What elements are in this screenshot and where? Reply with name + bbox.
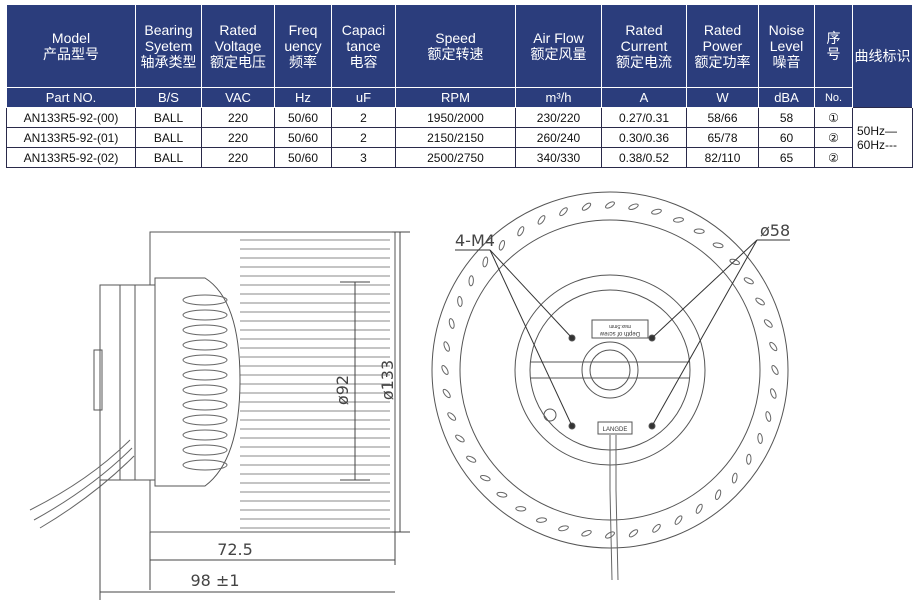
cell: 58 bbox=[758, 107, 815, 128]
cell: 60 bbox=[758, 127, 815, 148]
unit-row: Part NO. B/S VAC Hz uF RPM m³/h A W dBA … bbox=[6, 87, 913, 108]
cell: ② bbox=[814, 127, 853, 148]
table-row: AN133R5-92-(00) BALL 220 50/60 2 1950/20… bbox=[6, 107, 913, 168]
unit-cell: W bbox=[686, 87, 759, 108]
cable bbox=[29, 439, 135, 529]
side-view bbox=[29, 231, 410, 600]
cell: 2500/2750 bbox=[395, 147, 516, 168]
cell: BALL bbox=[135, 147, 202, 168]
impeller-blades bbox=[240, 239, 390, 529]
dim-length-98: 98 ±1 bbox=[190, 571, 239, 590]
table-row: AN133R5-92-(01) BALL 220 50/60 2 2150/21… bbox=[6, 127, 913, 148]
unit-cell: uF bbox=[331, 87, 396, 108]
table-row: AN133R5-92-(02) BALL 220 50/60 3 2500/27… bbox=[6, 147, 913, 168]
hub bbox=[581, 341, 639, 399]
dim-diameter-92: ø92 bbox=[333, 375, 352, 405]
unit-cell: m³/h bbox=[515, 87, 602, 108]
cell: 0.27/0.31 bbox=[601, 107, 687, 128]
cell: 220 bbox=[201, 147, 275, 168]
outer-ring bbox=[431, 191, 789, 549]
cell: 50/60 bbox=[274, 127, 332, 148]
cell: 1950/2000 bbox=[395, 107, 516, 128]
unit-cell: A bbox=[601, 87, 687, 108]
ground-symbol bbox=[543, 408, 557, 422]
cell: ① bbox=[814, 107, 853, 128]
cell: 2150/2150 bbox=[395, 127, 516, 148]
cell: AN133R5-92-(01) bbox=[6, 127, 136, 148]
cell: 0.38/0.52 bbox=[601, 147, 687, 168]
cell: 82/110 bbox=[686, 147, 759, 168]
motor-ribs bbox=[182, 294, 228, 471]
screws-label: 4-M4 bbox=[455, 231, 495, 250]
motor-body bbox=[154, 277, 241, 487]
unit-cell: dBA bbox=[758, 87, 815, 108]
depth-label-plate bbox=[591, 319, 649, 339]
brand-label-plate bbox=[597, 421, 633, 435]
dim-diameter-133: ø133 bbox=[378, 360, 397, 400]
unit-cell: B/S bbox=[135, 87, 202, 108]
unit-cell: Hz bbox=[274, 87, 332, 108]
curve-legend: 50Hz—60Hz--- bbox=[852, 107, 913, 168]
cell: 65/78 bbox=[686, 127, 759, 148]
blade-slots bbox=[441, 201, 779, 539]
inner-ring bbox=[459, 219, 761, 521]
cell: 50/60 bbox=[274, 147, 332, 168]
unit-cell: VAC bbox=[201, 87, 275, 108]
cell: 220 bbox=[201, 127, 275, 148]
cell: BALL bbox=[135, 107, 202, 128]
max-label: max.5mm bbox=[609, 323, 631, 329]
unit-cell: RPM bbox=[395, 87, 516, 108]
cell: 260/240 bbox=[515, 127, 602, 148]
cell: 230/220 bbox=[515, 107, 602, 128]
unit-cell: Part NO. bbox=[6, 87, 136, 108]
front-view bbox=[431, 191, 790, 581]
cell: AN133R5-92-(00) bbox=[6, 107, 136, 128]
cell: 220 bbox=[201, 107, 275, 128]
front-cable bbox=[609, 435, 619, 581]
motor-flange bbox=[99, 284, 156, 481]
cell: 3 bbox=[331, 147, 396, 168]
cell: ② bbox=[814, 147, 853, 168]
cell: 2 bbox=[331, 107, 396, 128]
cell: 65 bbox=[758, 147, 815, 168]
depth-label: Depth of screw bbox=[599, 330, 640, 336]
cell: 2 bbox=[331, 127, 396, 148]
brand-label: LANGDE bbox=[603, 427, 628, 433]
cell: 50/60 bbox=[274, 107, 332, 128]
col-curve: 曲线标识 bbox=[852, 4, 913, 108]
col-seq: 序号 bbox=[814, 4, 853, 88]
cell: BALL bbox=[135, 127, 202, 148]
motor-shaft bbox=[93, 349, 103, 411]
dim-length-72-5: 72.5 bbox=[217, 540, 253, 559]
technical-drawings: ø92 ø133 72.5 98 ±1 4-M4 ø58 Depth of sc… bbox=[29, 191, 790, 600]
dim-diameter-58: ø58 bbox=[760, 221, 790, 240]
cell: AN133R5-92-(02) bbox=[6, 147, 136, 168]
cell: 0.30/0.36 bbox=[601, 127, 687, 148]
cell: 340/330 bbox=[515, 147, 602, 168]
cell: 58/66 bbox=[686, 107, 759, 128]
unit-cell: No. bbox=[814, 87, 853, 108]
